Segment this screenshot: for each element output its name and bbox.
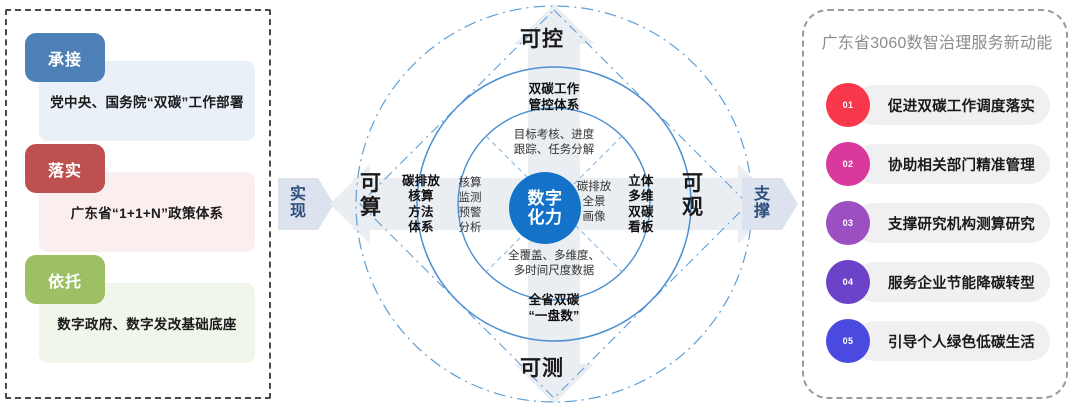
- list-item-number-badge: 04: [826, 260, 870, 304]
- connector-shixian-char1: 实: [289, 186, 306, 204]
- core-label-line1: 数字: [527, 188, 563, 208]
- list-item-label: 引导个人绿色低碳生活: [854, 321, 1050, 361]
- inner-label-top: 目标考核、进度跟踪、任务分解: [513, 129, 595, 157]
- ring-label-left: 碳排放核算方法体系: [401, 174, 441, 234]
- arrow-right-icon: [782, 178, 798, 230]
- list-item[interactable]: 支撑研究机构测算研究 03: [826, 201, 1050, 245]
- policy-tag-chengjie: 承接: [25, 33, 105, 82]
- inner-label-bottom: 全覆盖、多维度、多时间尺度数据: [508, 250, 600, 278]
- arrow-right-icon: [318, 178, 334, 230]
- ring-label-bottom: 全省双碳“一盘数”: [528, 293, 580, 324]
- connector-shixian-label: 实 现: [278, 178, 318, 230]
- middle-ring: [416, 66, 692, 342]
- connector-shixian-char2: 现: [289, 203, 306, 220]
- ring-label-top: 双碳工作管控体系: [528, 82, 580, 113]
- connector-zhicheng-label: 支 撑: [742, 178, 782, 230]
- connector-zhicheng: 支 撑: [742, 178, 798, 230]
- inner-label-right: 碳排放全景画像: [576, 181, 612, 223]
- connector-shixian: 实 现: [278, 178, 334, 230]
- list-item-label: 协助相关部门精准管理: [854, 144, 1050, 184]
- list-item-label: 支撑研究机构测算研究: [854, 203, 1050, 243]
- ring-label-right: 立体多维双碳看板: [628, 174, 654, 234]
- right-panel-title: 广东省3060数智治理服务新动能: [821, 35, 1053, 52]
- arrow-label-keguan: 可 观: [678, 172, 708, 219]
- connector-zhicheng-char2: 撑: [753, 203, 770, 220]
- list-item[interactable]: 服务企业节能降碳转型 04: [826, 260, 1050, 304]
- list-item-number-badge: 01: [826, 83, 870, 127]
- inner-label-left: 核算监测预警分析: [458, 177, 482, 234]
- list-item-label: 服务企业节能降碳转型: [854, 262, 1050, 302]
- core-label-line2: 化力: [527, 208, 563, 227]
- arrow-label-kece: 可测: [520, 357, 564, 380]
- policy-tag-luoshi: 落实: [25, 144, 105, 193]
- momentum-item-list: 促进双碳工作调度落实 01 协助相关部门精准管理 02 支撑研究机构测算研究 0…: [826, 83, 1050, 378]
- list-item-number-badge: 05: [826, 319, 870, 363]
- list-item-number-badge: 02: [826, 142, 870, 186]
- new-momentum-panel: 广东省3060数智治理服务新动能 促进双碳工作调度落实 01 协助相关部门精准管…: [802, 9, 1068, 399]
- list-item[interactable]: 协助相关部门精准管理 02: [826, 142, 1050, 186]
- central-circular-diagram: 可控 可测 可 算 可 观 双碳工作管控体系 全省双碳“一盘数” 碳排放核算方法…: [328, 0, 780, 408]
- list-item-label: 促进双碳工作调度落实: [854, 85, 1050, 125]
- arrow-label-kesuan: 可 算: [356, 172, 386, 219]
- arrow-label-kekong: 可控: [520, 28, 564, 51]
- diamond-dashdot: [359, 9, 749, 399]
- policy-body-text: 广东省“1+1+N”政策体系: [39, 172, 255, 252]
- list-item[interactable]: 促进双碳工作调度落实 01: [826, 83, 1050, 127]
- arrow-label-kesuan-char2: 算: [360, 195, 382, 219]
- core-circle-digital-power: 数字 化力: [509, 172, 581, 244]
- list-item[interactable]: 引导个人绿色低碳生活 05: [826, 319, 1050, 363]
- arrow-label-keguan-char2: 观: [682, 195, 704, 219]
- policy-foundation-panel: 党中央、国务院“双碳”工作部署 承接 广东省“1+1+N”政策体系 落实 数字政…: [5, 9, 271, 399]
- list-item-number-badge: 03: [826, 201, 870, 245]
- arrow-label-keguan-char1: 可: [682, 172, 704, 195]
- policy-tag-yituo: 依托: [25, 255, 105, 304]
- inner-ring: [457, 107, 651, 301]
- arrow-label-kesuan-char1: 可: [360, 172, 382, 195]
- connector-zhicheng-char1: 支: [753, 186, 770, 204]
